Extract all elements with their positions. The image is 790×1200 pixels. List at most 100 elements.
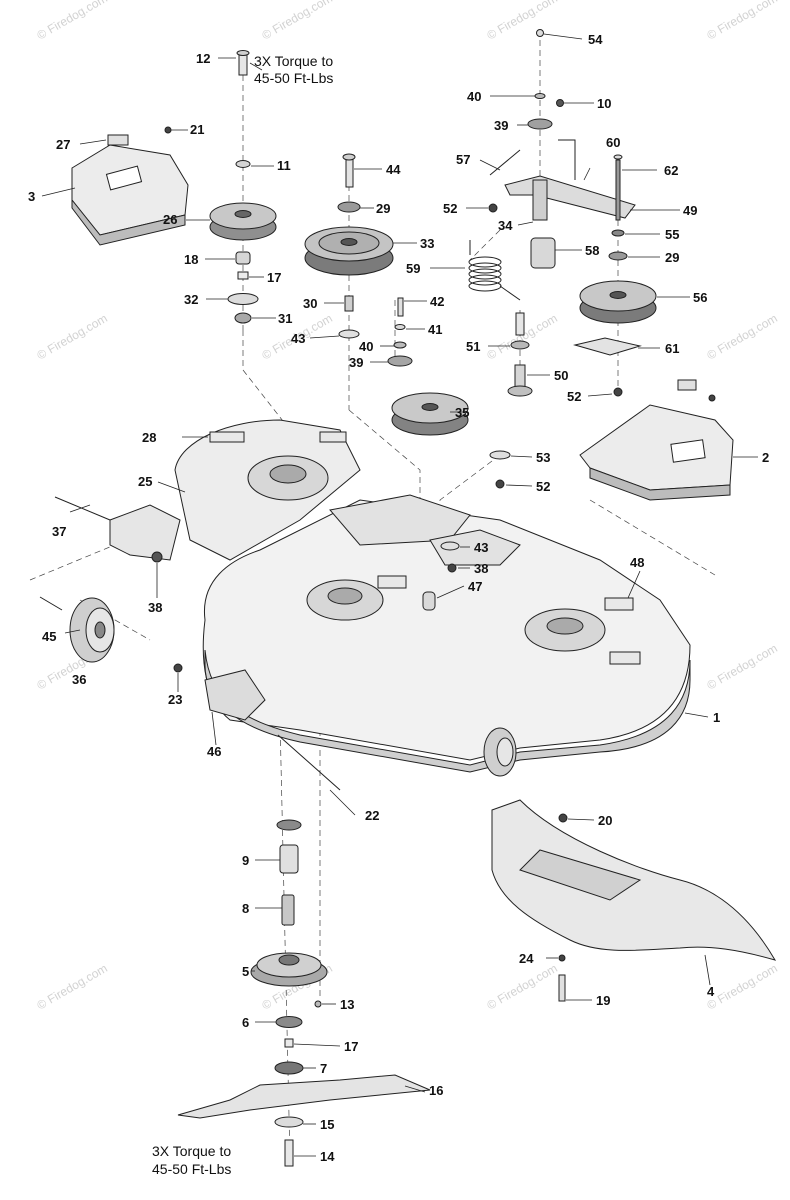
pulley-33 bbox=[304, 226, 394, 276]
bolt-14 bbox=[284, 1139, 294, 1167]
washer-32 bbox=[227, 293, 259, 305]
nut-38b bbox=[151, 551, 163, 563]
spring-59 bbox=[468, 240, 521, 301]
spacer-30 bbox=[344, 295, 354, 312]
callout-5: 5 bbox=[242, 964, 249, 979]
watermark: © Firedog.com bbox=[705, 641, 780, 693]
nut-52a bbox=[488, 203, 498, 213]
washer-43b bbox=[440, 541, 460, 551]
callout-50: 50 bbox=[554, 368, 568, 383]
bearing-39b bbox=[527, 118, 553, 130]
callout-39: 39 bbox=[494, 118, 508, 133]
nut-10 bbox=[556, 99, 564, 107]
leader-lines bbox=[41, 33, 758, 1157]
callout-18: 18 bbox=[184, 252, 198, 267]
watermark: © Firedog.com bbox=[485, 961, 560, 1013]
callout-33: 33 bbox=[420, 236, 434, 251]
callout-37: 37 bbox=[52, 524, 66, 539]
callout-19: 19 bbox=[596, 993, 610, 1008]
callout-24: 24 bbox=[519, 951, 534, 966]
callout-60: 60 bbox=[606, 135, 620, 150]
blade-16 bbox=[177, 1074, 431, 1119]
pin-45 bbox=[39, 596, 63, 611]
callout-54: 54 bbox=[588, 32, 603, 47]
spindle-housing-5 bbox=[250, 952, 328, 987]
bolt-44 bbox=[342, 153, 356, 188]
callout-62: 62 bbox=[664, 163, 678, 178]
bearing-39a bbox=[387, 355, 413, 367]
spacer-9 bbox=[279, 844, 299, 874]
decal-28 bbox=[209, 431, 245, 443]
torque-note-top: 3X Torque to 45-50 Ft-Lbs bbox=[254, 53, 333, 86]
decal-2 bbox=[677, 379, 697, 391]
decal-48b bbox=[609, 651, 641, 665]
callout-16: 16 bbox=[429, 1083, 443, 1098]
roller-46 bbox=[204, 669, 266, 721]
callout-52: 52 bbox=[443, 201, 457, 216]
spindle-left bbox=[247, 455, 329, 501]
shaft-8 bbox=[281, 894, 295, 926]
nut-20 bbox=[558, 813, 568, 823]
bearing-29b bbox=[608, 251, 628, 261]
torque-note-top-line2: 45-50 Ft-Lbs bbox=[254, 70, 333, 86]
watermark: © Firedog.com bbox=[260, 0, 335, 43]
callout-40: 40 bbox=[467, 89, 481, 104]
rod-62 bbox=[615, 159, 621, 221]
torque-note-bottom-line2: 45-50 Ft-Lbs bbox=[152, 1161, 231, 1177]
callout-51: 51 bbox=[466, 339, 480, 354]
callout-6: 6 bbox=[242, 1015, 249, 1030]
wheel-rear-right bbox=[483, 727, 517, 777]
callout-29: 29 bbox=[376, 201, 390, 216]
rod-61 bbox=[558, 139, 576, 180]
watermark: © Firedog.com bbox=[35, 311, 110, 363]
callout-25: 25 bbox=[138, 474, 152, 489]
callout-20: 20 bbox=[598, 813, 612, 828]
callout-56: 56 bbox=[693, 290, 707, 305]
callout-14: 14 bbox=[320, 1149, 335, 1164]
callout-23: 23 bbox=[168, 692, 182, 707]
post-50-base bbox=[507, 385, 533, 397]
watermark: © Firedog.com bbox=[705, 0, 780, 43]
callout-55: 55 bbox=[665, 227, 679, 242]
callout-13: 13 bbox=[340, 997, 354, 1012]
decal-deck bbox=[319, 431, 347, 443]
watermark: © Firedog.com bbox=[705, 961, 780, 1013]
watermark: © Firedog.com bbox=[35, 0, 110, 43]
callout-38: 38 bbox=[148, 600, 162, 615]
callout-1: 1 bbox=[713, 710, 720, 725]
pulley-7 bbox=[274, 1061, 304, 1075]
callout-22: 22 bbox=[365, 808, 379, 823]
watermark: © Firedog.com bbox=[35, 961, 110, 1013]
rod-22 bbox=[277, 734, 341, 791]
belt-cover-3 bbox=[71, 144, 189, 246]
spindle-center bbox=[306, 579, 384, 621]
washer-40b bbox=[534, 93, 546, 99]
nut-24 bbox=[558, 954, 566, 962]
washer-41 bbox=[394, 324, 406, 330]
pivot-34 bbox=[532, 179, 548, 221]
callout-53: 53 bbox=[536, 450, 550, 465]
callout-17: 17 bbox=[267, 270, 281, 285]
torque-note-bottom: 3X Torque to 45-50 Ft-Lbs bbox=[152, 1143, 231, 1177]
callout-52: 52 bbox=[536, 479, 550, 494]
callout-43: 43 bbox=[291, 331, 305, 346]
bearing-29a bbox=[337, 201, 361, 213]
screw-2 bbox=[708, 394, 716, 402]
callout-61: 61 bbox=[665, 341, 679, 356]
callout-52: 52 bbox=[567, 389, 581, 404]
washer-15 bbox=[274, 1116, 304, 1128]
callout-42: 42 bbox=[430, 294, 444, 309]
callout-29: 29 bbox=[665, 250, 679, 265]
torque-note-top-line1: 3X Torque to bbox=[254, 53, 333, 69]
key-17b bbox=[284, 1038, 294, 1048]
spindle-right bbox=[524, 608, 606, 652]
callout-4: 4 bbox=[707, 984, 715, 999]
bushing-58 bbox=[530, 237, 556, 269]
bolt-37 bbox=[54, 496, 111, 521]
callout-34: 34 bbox=[498, 218, 513, 233]
callout-43: 43 bbox=[474, 540, 488, 555]
washer-11 bbox=[235, 160, 251, 168]
belt-cover-2 bbox=[579, 404, 734, 501]
pulley-35 bbox=[391, 392, 469, 436]
callout-49: 49 bbox=[683, 203, 697, 218]
